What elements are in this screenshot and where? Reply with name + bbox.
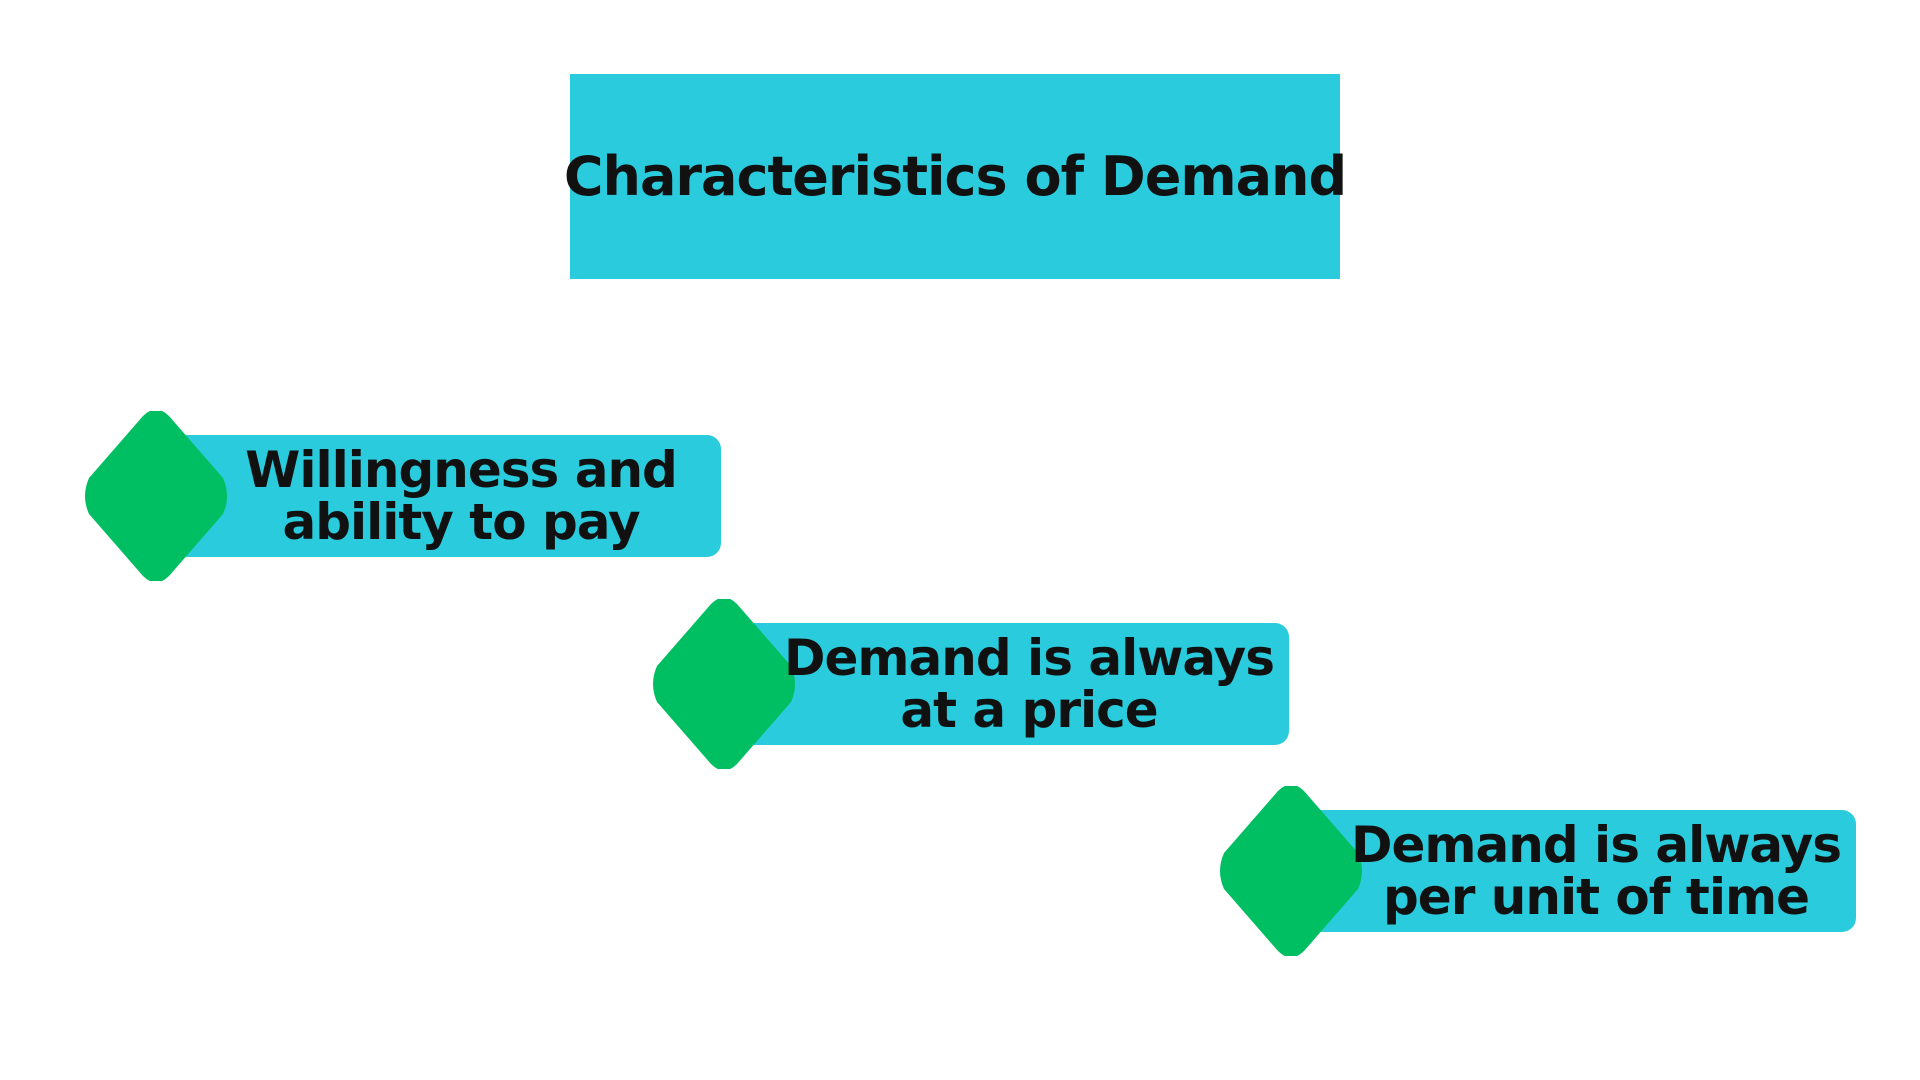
characteristic-label: Demand is always at a price — [784, 629, 1275, 739]
characteristic-bar — [709, 623, 1289, 745]
title-box: Characteristics of Demand — [564, 74, 1347, 279]
diamond-icon — [653, 599, 795, 769]
diamond-icon — [1220, 786, 1362, 956]
characteristic-label: Willingness and ability to pay — [245, 441, 678, 551]
characteristic-label: Demand is always per unit of time — [1351, 816, 1842, 926]
characteristic-item-2: Demand is always at a price — [649, 599, 1289, 769]
characteristic-bar — [141, 435, 721, 557]
diagram-title: Characteristics of Demand — [563, 145, 1347, 208]
characteristic-bar — [1276, 810, 1856, 932]
characteristic-item-1: Willingness and ability to pay — [81, 411, 721, 581]
diamond-icon — [85, 411, 227, 581]
characteristic-item-3: Demand is always per unit of time — [1216, 786, 1856, 956]
